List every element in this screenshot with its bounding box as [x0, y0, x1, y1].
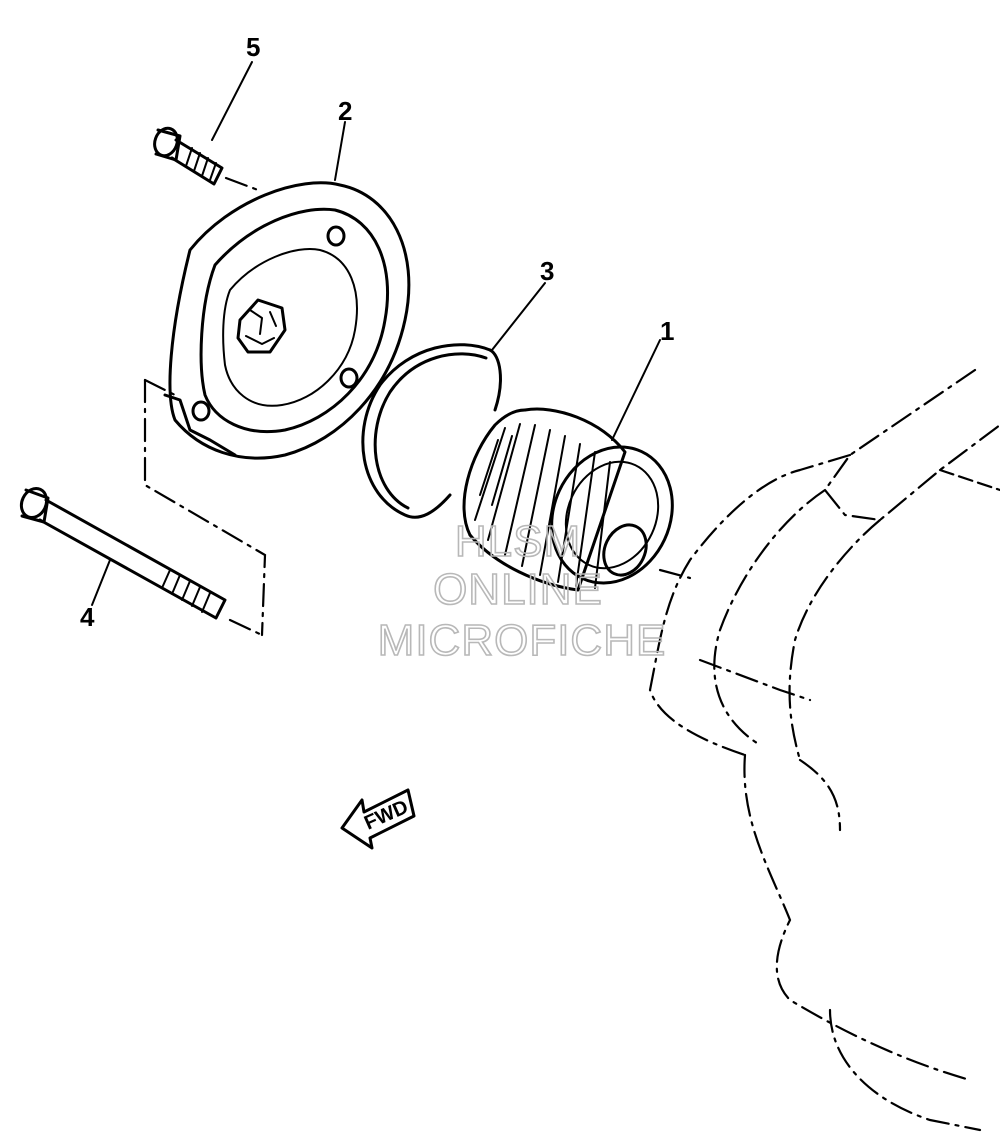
watermark-line-1: HLSM [455, 517, 581, 566]
callout-2: 2 [338, 96, 352, 126]
callout-3: 3 [540, 256, 554, 286]
o-ring-part [361, 343, 502, 519]
leader-1 [611, 339, 661, 441]
engine-case-outline [648, 368, 1000, 1132]
oil-filter-element-part [462, 407, 674, 592]
leader-lines [91, 61, 692, 606]
oil-filter-cover-part [143, 181, 411, 637]
leader-5 [211, 61, 253, 141]
callout-5: 5 [246, 32, 260, 62]
watermark-line-3: MICROFICHE [378, 616, 667, 665]
callout-1: 1 [660, 316, 674, 346]
fwd-arrow: FWD [340, 788, 416, 850]
watermark: HLSM ONLINE MICROFICHE [377, 516, 667, 666]
watermark-line-2: ONLINE [433, 565, 603, 614]
long-bolt-part [19, 486, 227, 620]
short-bolt-part [153, 126, 260, 192]
leader-3 [491, 282, 546, 351]
callout-4: 4 [80, 602, 95, 632]
leader-2 [334, 121, 346, 181]
leader-4 [91, 559, 111, 606]
